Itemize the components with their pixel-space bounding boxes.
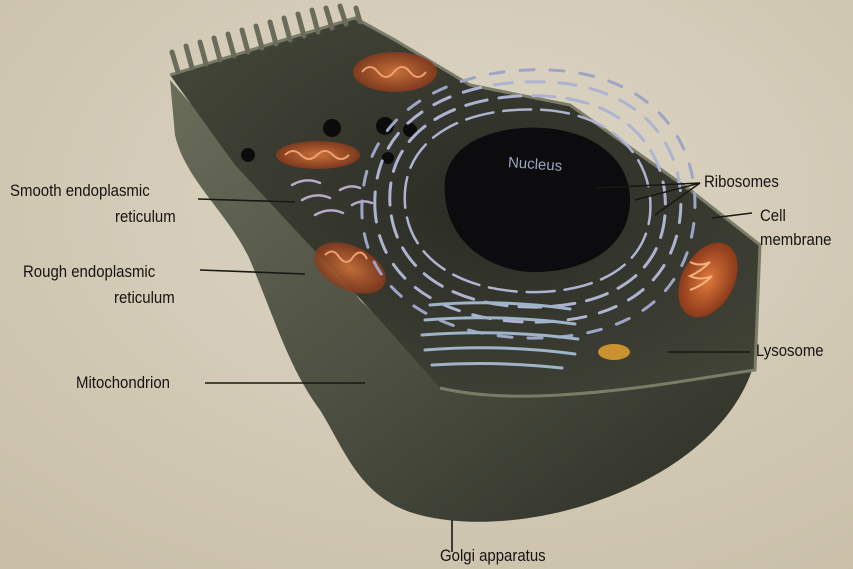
label-cell-membrane-line2: membrane [760, 229, 832, 250]
label-golgi: Golgi apparatus [440, 545, 546, 566]
label-smooth-er-line2: reticulum [115, 206, 176, 227]
label-lysosome: Lysosome [756, 340, 824, 361]
lysosome [598, 344, 630, 360]
label-ribosomes: Ribosomes [704, 171, 779, 192]
label-rough-er-line1: Rough endoplasmic [23, 261, 155, 282]
label-smooth-er-line1: Smooth endoplasmic [10, 180, 150, 201]
mitochondrion-top [353, 52, 437, 92]
mitochondrion-left [276, 141, 360, 169]
label-cell-membrane-line1: Cell [760, 205, 786, 226]
label-rough-er-line2: reticulum [114, 287, 175, 308]
label-mitochondrion: Mitochondrion [76, 372, 170, 393]
